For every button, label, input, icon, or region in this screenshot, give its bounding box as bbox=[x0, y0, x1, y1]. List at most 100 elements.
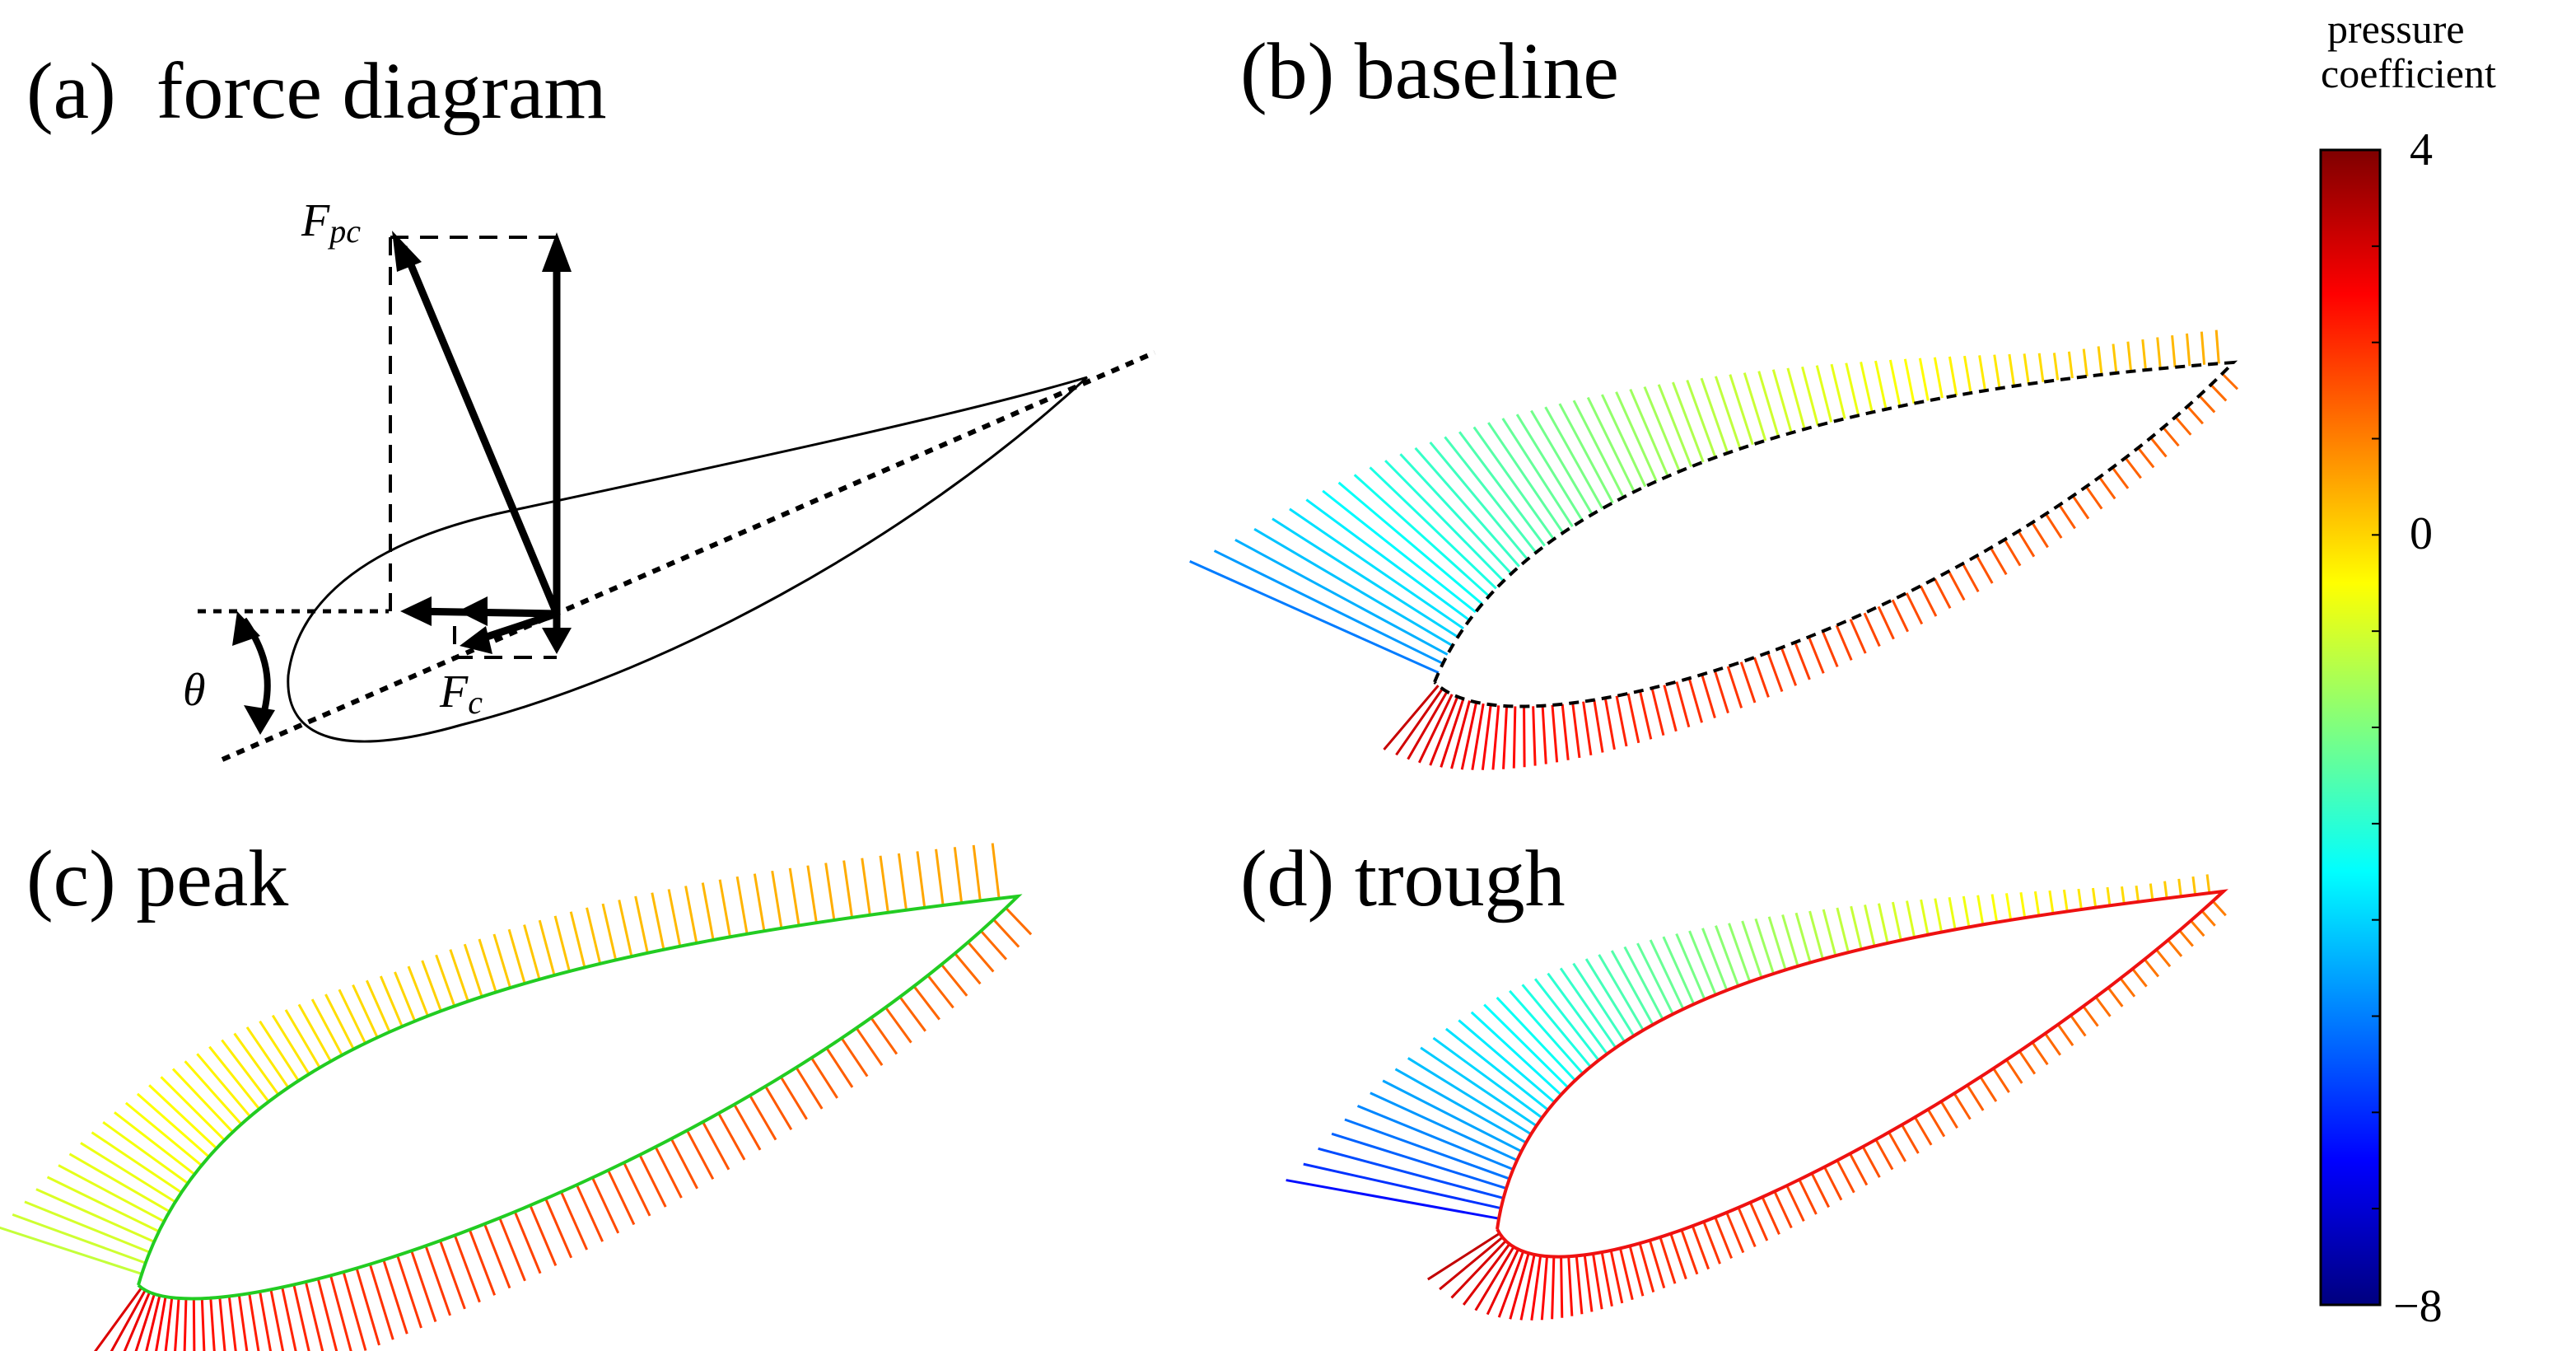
pressure-arrow-lower bbox=[2111, 466, 2130, 489]
airfoil-outline bbox=[1433, 360, 2238, 708]
pressure-arrow-lower bbox=[1530, 1255, 1542, 1321]
pressure-arrow-lower bbox=[1749, 1202, 1769, 1241]
pressure-arrow-upper bbox=[136, 1092, 210, 1158]
pressure-arrow-upper bbox=[1305, 498, 1471, 622]
pressure-arrow-upper bbox=[1559, 967, 1617, 1049]
pressure-arrow-upper bbox=[1701, 928, 1729, 991]
pressure-arrow-upper bbox=[310, 998, 343, 1056]
pressure-arrow-upper bbox=[365, 979, 391, 1033]
pressure-arrow-upper bbox=[2126, 341, 2133, 372]
pressure-arrow-upper bbox=[80, 1142, 176, 1204]
pressure-arrow-lower bbox=[954, 952, 982, 985]
pressure-arrow-upper bbox=[1407, 1057, 1532, 1135]
pressure-arrow-lower bbox=[1739, 661, 1757, 704]
pressure-arrow-upper bbox=[2048, 890, 2055, 914]
pressure-arrow-upper bbox=[1444, 1027, 1549, 1111]
pressure-arrow-upper bbox=[1649, 939, 1685, 1010]
pressure-arrow-upper bbox=[2141, 339, 2147, 371]
pressure-arrow-upper bbox=[1781, 914, 1799, 967]
pressure-arrow-upper bbox=[492, 933, 512, 989]
pressure-arrow-upper bbox=[2121, 886, 2126, 905]
pressure-arrow-upper bbox=[1993, 354, 2001, 389]
pressure-arrow-upper bbox=[91, 1131, 183, 1194]
pressure-arrow-upper bbox=[1729, 374, 1754, 446]
pressure-arrow-lower bbox=[1575, 1255, 1584, 1315]
pressure-arrow-lower bbox=[1669, 1233, 1687, 1280]
pressure-arrow-upper bbox=[1662, 936, 1696, 1005]
pressure-arrow-lower bbox=[1603, 698, 1616, 750]
pressure-arrow-upper bbox=[1382, 1079, 1523, 1152]
horizontal-arrowhead-1 bbox=[400, 596, 432, 626]
pressure-arrow-lower bbox=[2070, 1014, 2087, 1037]
pressure-arrow-lower bbox=[1628, 1246, 1645, 1297]
pressure-arrow-lower bbox=[1427, 1232, 1500, 1281]
pressure-arrow-lower bbox=[155, 1296, 167, 1351]
pressure-arrow-lower bbox=[749, 1095, 777, 1141]
pressure-arrow-upper bbox=[2191, 876, 2197, 895]
pressure-arrow-upper bbox=[718, 879, 731, 937]
pressure-arrow-upper bbox=[1213, 549, 1444, 665]
pressure-arrow-lower bbox=[825, 1047, 854, 1088]
pressure-arrow-upper bbox=[684, 886, 698, 944]
pressure-arrow-lower bbox=[670, 1138, 698, 1190]
pressure-arrow-lower bbox=[544, 1198, 573, 1259]
pressure-arrow-lower bbox=[2044, 513, 2063, 539]
pressure-arrow-lower bbox=[623, 1162, 651, 1217]
pressure-arrow-lower bbox=[396, 1255, 422, 1329]
pressure-arrow-upper bbox=[449, 949, 469, 1003]
pressure-arrow-upper bbox=[1888, 359, 1902, 407]
pressure-arrow-upper bbox=[1601, 394, 1647, 488]
pressure-arrow-upper bbox=[1767, 916, 1787, 970]
pressure-arrow-lower bbox=[2058, 504, 2076, 530]
pressure-arrow-upper bbox=[271, 1014, 310, 1075]
pressure-arrow-lower bbox=[926, 975, 954, 1009]
pressure-arrow-upper bbox=[114, 1111, 196, 1176]
pressure-arrow-upper bbox=[1794, 912, 1812, 963]
pressure-arrow-upper bbox=[1743, 372, 1767, 442]
pressure-arrow-upper bbox=[1815, 365, 1833, 423]
pressure-arrow-upper bbox=[0, 1226, 142, 1275]
panel-b-title: (b) baseline bbox=[1240, 27, 1619, 116]
pressure-arrow-upper bbox=[1610, 950, 1654, 1026]
pressure-arrow-upper bbox=[2091, 887, 2098, 908]
pressure-arrow-upper bbox=[667, 889, 682, 947]
pressure-arrow-upper bbox=[68, 1152, 170, 1213]
pressure-arrow-upper bbox=[1757, 371, 1780, 437]
pressure-arrow-lower bbox=[840, 1037, 869, 1078]
pressure-arrow-upper bbox=[284, 1009, 321, 1068]
pressure-arrow-lower bbox=[259, 1291, 273, 1351]
pressure-arrow-lower bbox=[1992, 1068, 2010, 1093]
pressure-arrow-lower bbox=[560, 1191, 589, 1250]
pressure-arrow-upper bbox=[1584, 958, 1636, 1037]
pressure-arrow-upper bbox=[1572, 400, 1625, 498]
pressure-arrow-upper bbox=[2037, 353, 2045, 382]
pressure-arrow-upper bbox=[1286, 1179, 1500, 1220]
pressure-arrow-upper bbox=[35, 1188, 155, 1243]
pressure-arrow-lower bbox=[281, 1287, 297, 1351]
pressure-arrow-upper bbox=[523, 924, 541, 980]
pressure-arrow-upper bbox=[1615, 391, 1658, 482]
pressure-arrow-upper bbox=[46, 1176, 160, 1233]
pressure-arrow-upper bbox=[1586, 396, 1636, 493]
pressure-arrow-lower bbox=[967, 941, 995, 973]
pressure-arrow-lower bbox=[1962, 563, 1980, 593]
pressure-arrow-upper bbox=[1963, 355, 1972, 394]
pressure-arrow-upper bbox=[1331, 1132, 1507, 1190]
pressure-arrow-lower bbox=[1540, 1255, 1549, 1321]
pressure-arrow-upper bbox=[972, 844, 982, 901]
colorbar-title-line1: pressure bbox=[2327, 6, 2465, 52]
pressure-arrow-upper bbox=[1874, 360, 1888, 410]
pressure-arrow-lower bbox=[368, 1264, 394, 1340]
pressure-arrow-lower bbox=[2210, 384, 2228, 402]
pressure-arrow-upper bbox=[1253, 527, 1454, 647]
pressure-arrow-upper bbox=[753, 873, 766, 932]
fc-label: Fc bbox=[440, 666, 483, 721]
pressure-arrow-lower bbox=[1785, 1185, 1805, 1222]
pressure-arrow-upper bbox=[1864, 905, 1876, 947]
pressure-arrow-lower bbox=[2031, 1041, 2049, 1066]
pressure-arrow-lower bbox=[1541, 705, 1547, 764]
pressure-arrow-upper bbox=[1533, 978, 1600, 1061]
pressure-arrow-lower bbox=[1861, 1146, 1881, 1178]
pressure-arrow-lower bbox=[1953, 1092, 1972, 1120]
pressure-arrow-lower bbox=[855, 1027, 884, 1066]
